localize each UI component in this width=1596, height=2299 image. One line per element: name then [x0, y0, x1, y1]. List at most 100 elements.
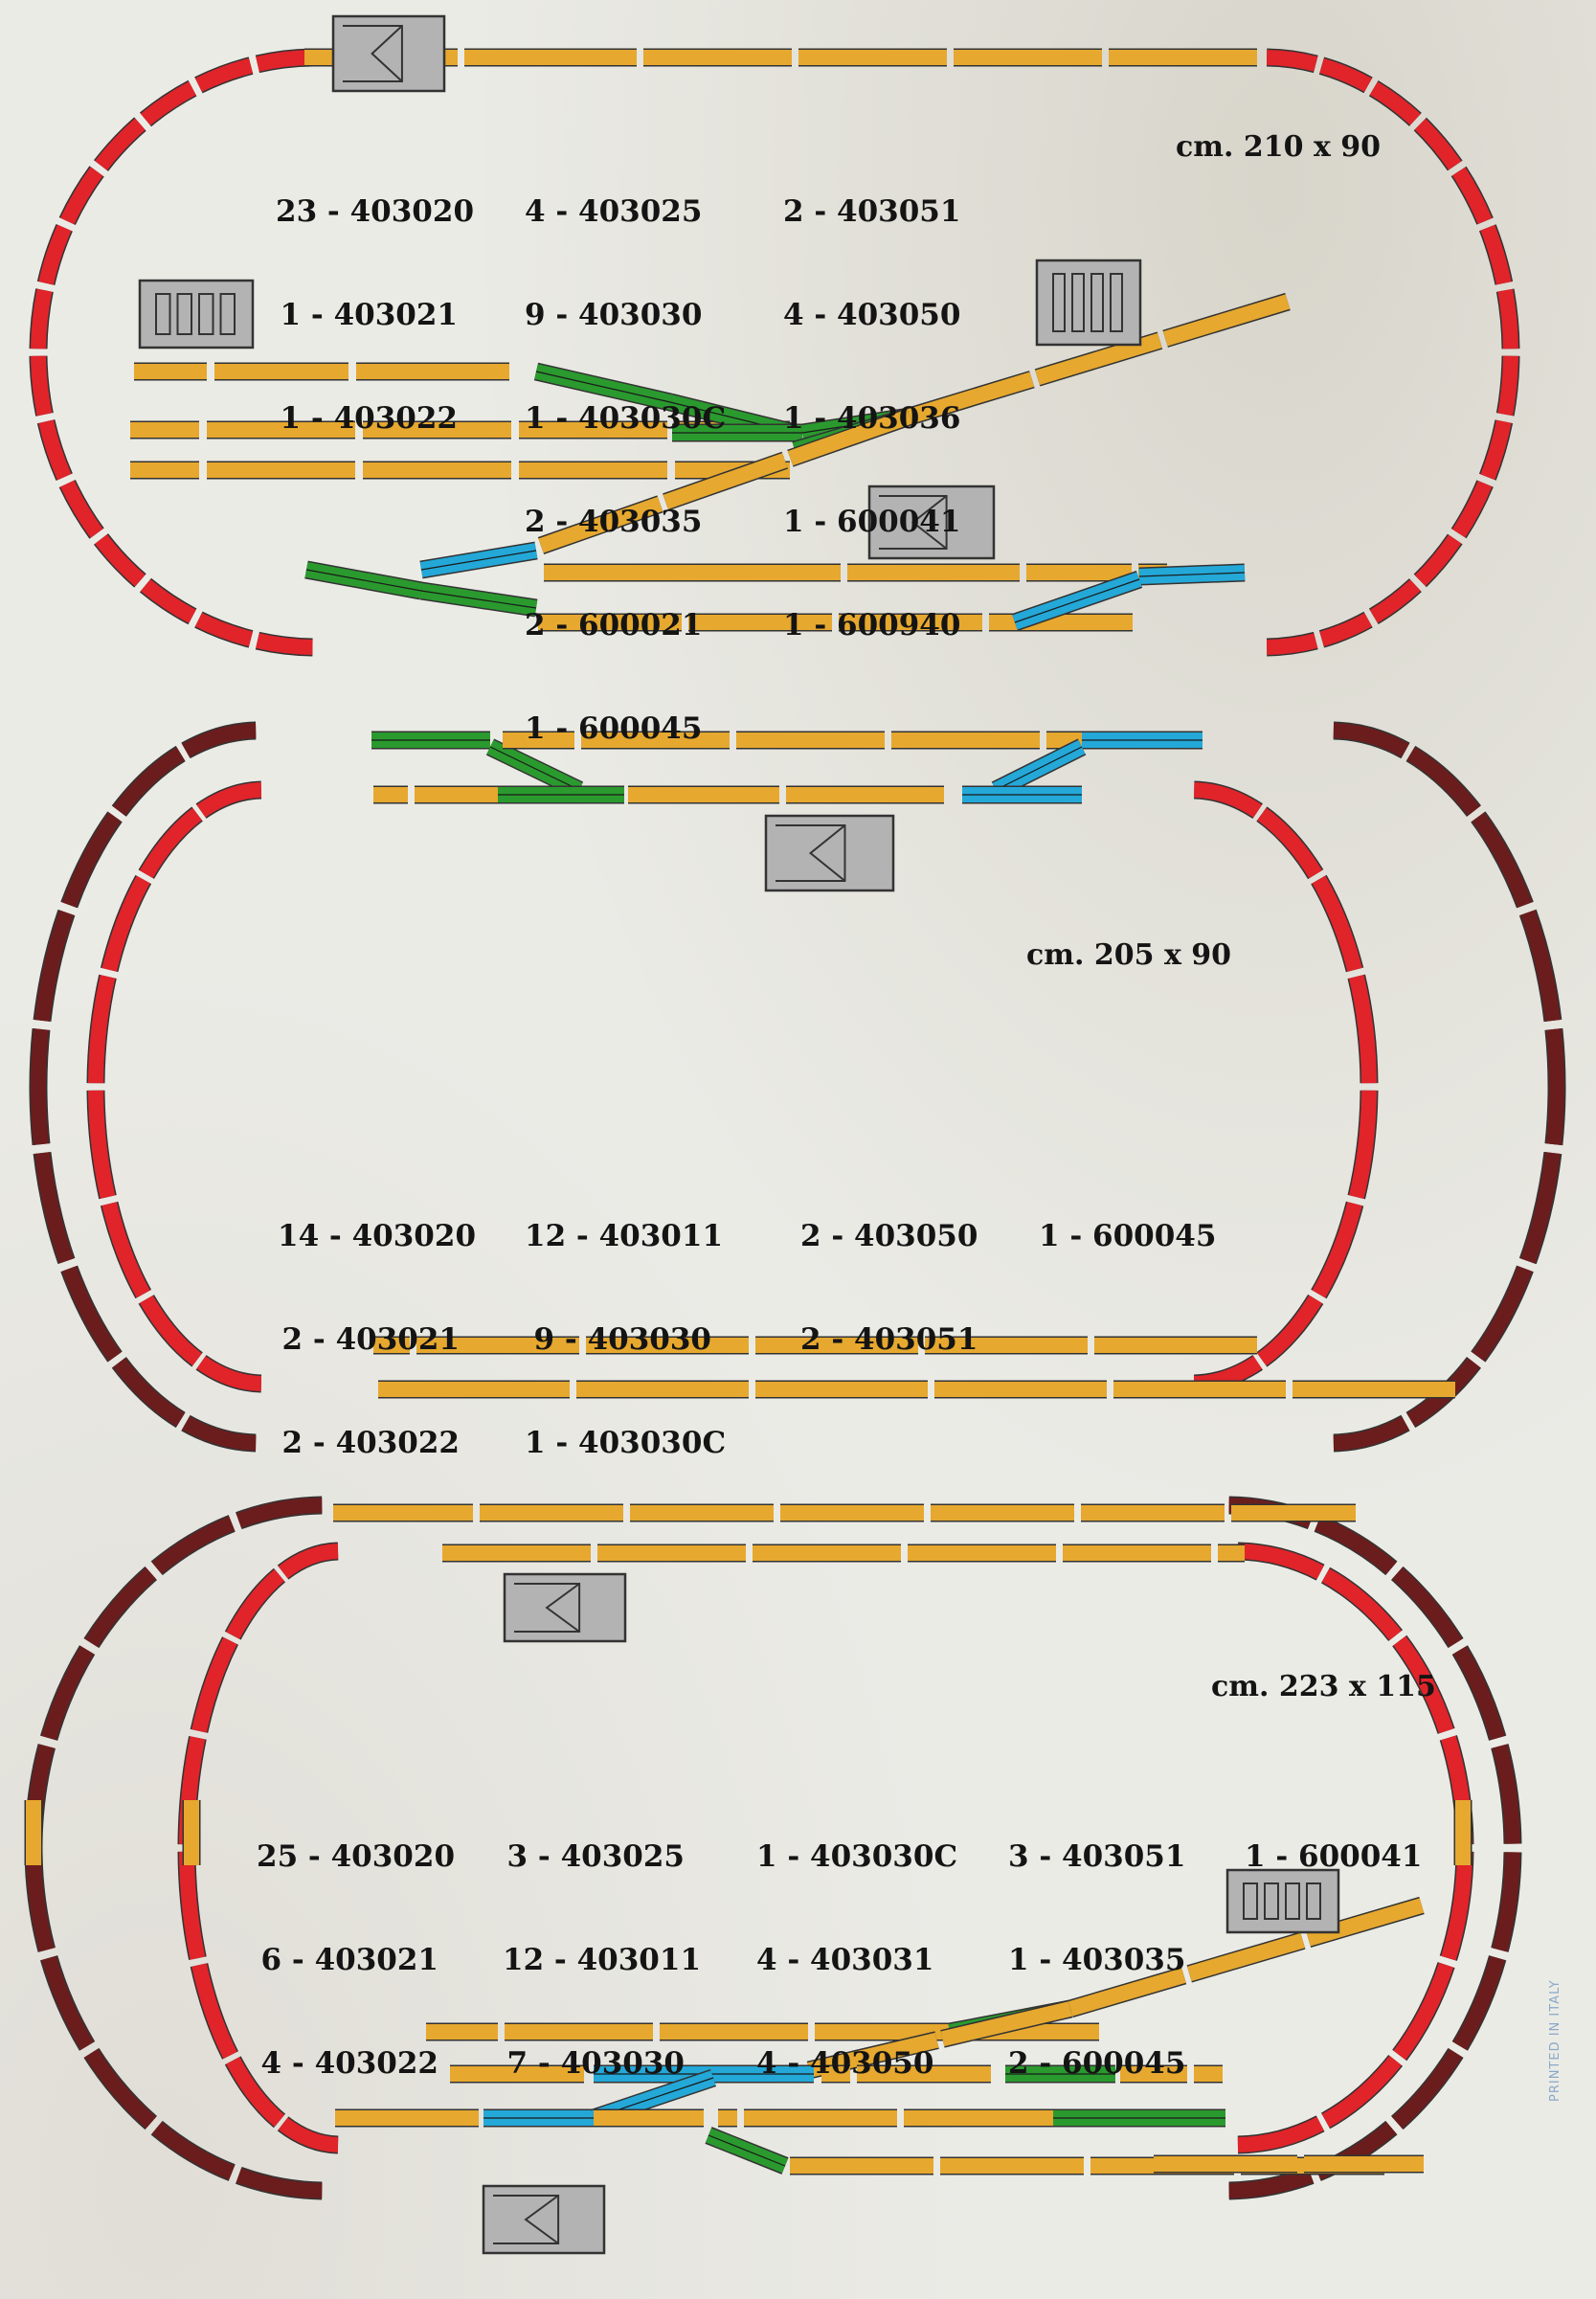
layout-2-switch-blue-top-rail: [995, 746, 1083, 791]
part-entry: 9 - 403030: [533, 1322, 711, 1357]
layout-3-station-building: [503, 1572, 627, 1643]
layout-2-parts-col-2: 12 - 403011 9 - 403030 1 - 403030C: [525, 1150, 726, 1529]
layout-2-outer-curve-right: [1520, 910, 1561, 1022]
part-entry: 2 - 600021: [525, 608, 703, 642]
part-entry: 1 - 600041: [1245, 1839, 1423, 1874]
layout-3-outer-curve-right: [1492, 1744, 1520, 1844]
layout-3-inner-curve-left: [191, 1636, 237, 1733]
layout-1-curve-right: [1451, 167, 1493, 225]
layout-1-station-building: [331, 14, 446, 93]
layout-1-parts-col-2: 4 - 403025 9 - 403030 1 - 403030C 2 - 40…: [525, 125, 726, 815]
layout-1-curve-left: [194, 57, 254, 93]
layout-2-inner-curve-left: [101, 1202, 150, 1298]
layout-2-outer-curve-left: [31, 1028, 49, 1145]
layout-3-inner-curve-right: [1321, 1568, 1402, 1641]
layout-3-platform-shelter: [482, 2184, 606, 2255]
layout-3-outer-curve-right: [1391, 1566, 1463, 1648]
layout-2-outer-curve-right: [1520, 1152, 1561, 1264]
layout-1-curve-right: [1451, 480, 1493, 538]
layout-1-curve-left: [31, 355, 53, 417]
layout-1-parts-col-1: 23 - 403020 1 - 403021 1 - 403022: [276, 125, 474, 505]
layout-2-inner-curve-left: [196, 1356, 262, 1391]
layout-2-outer-curve-left: [112, 1357, 185, 1427]
layout-3-parts-col-2: 3 - 403025 12 - 403011 7 - 403030: [503, 1770, 702, 2150]
layout-2-inner-curve-left: [88, 975, 116, 1084]
layout-2-station-building: [764, 814, 895, 892]
layout-2-parts-col-1: 14 - 403020 2 - 403021 2 - 403022: [278, 1150, 477, 1529]
layout-3-inner-curve-left: [278, 1544, 339, 1579]
layout-1-curve-right: [1266, 633, 1318, 655]
layout-2-inner-curve-left: [139, 807, 203, 879]
layout-3-inner-curve-left: [191, 1963, 237, 2060]
layout-3-diagonal-lower: [940, 2001, 1072, 2047]
part-entry: 2 - 403051: [800, 1322, 978, 1357]
layout-3-outer-curve-left: [151, 1516, 236, 1575]
layout-3-parts-col-1: 25 - 403020 6 - 403021 4 - 403022: [257, 1770, 455, 2150]
layout-2-outer-curve-right: [1545, 1028, 1565, 1145]
layout-3-outer-curve-left: [41, 1645, 94, 1741]
part-entry: 12 - 403011: [503, 1943, 702, 1977]
layout-1-curve-left: [95, 118, 146, 170]
part-entry: 1 - 600045: [525, 711, 703, 746]
layout-1-curve-right: [1414, 534, 1462, 587]
layout-3-station-building-detail: [545, 1583, 580, 1633]
layout-2-outer-curve-left: [112, 747, 185, 817]
layout-1-diagonal: [907, 372, 1035, 424]
layout-2-dimensions: cm. 205 x 90: [1026, 938, 1232, 972]
part-entry: 12 - 403011: [525, 1219, 724, 1253]
layout-2-inner-curve-left: [88, 1090, 116, 1199]
layout-1-curve-left: [256, 50, 313, 72]
layout-2-outer-curve-left: [61, 1266, 122, 1362]
part-entry: 2 - 403051: [783, 194, 961, 229]
layout-3-inner-curve-right: [1237, 1544, 1324, 1580]
layout-1-curve-right: [1369, 579, 1421, 623]
layout-1-station-building-detail: [371, 25, 403, 82]
part-entry: 7 - 403030: [506, 2046, 685, 2081]
part-entry: 1 - 600940: [783, 608, 961, 642]
layout-2-outer-curve-left: [34, 1152, 74, 1264]
layout-2-switch-green-top-rail: [489, 746, 580, 791]
layout-2-inner-curve-right: [1348, 975, 1377, 1084]
part-entry: 1 - 600045: [1039, 1219, 1217, 1253]
layout-1-curve-left: [95, 534, 146, 587]
part-entry: 2 - 403022: [281, 1426, 460, 1460]
layout-3-station-building-detail: [514, 1583, 581, 1633]
layout-2-inner-curve-right: [1348, 1090, 1377, 1199]
layout-2-parts-col-3: 2 - 403050 2 - 403051: [800, 1150, 978, 1426]
part-entry: 4 - 403050: [756, 2046, 934, 2081]
part-entry: 2 - 403050: [800, 1219, 978, 1253]
layout-1-small-shed-window: [155, 293, 171, 335]
layout-1-platform-shelter-detail: [910, 495, 948, 550]
layout-2-parts-col-4: 1 - 600045: [1039, 1150, 1216, 1322]
layout-1-curve-right: [1319, 613, 1372, 647]
layout-3-goods-shed-window: [1285, 1882, 1300, 1920]
part-entry: 1 - 403030C: [525, 401, 727, 436]
layout-3-inner-curve-right: [1321, 2055, 1402, 2128]
layout-3-outer-curve-left: [151, 2121, 236, 2180]
layout-1-curve-left: [31, 288, 53, 349]
layout-1-small-shed: [138, 279, 255, 349]
layout-3-diagonal: [1068, 1968, 1186, 2017]
layout-1-goods-shed-window: [1090, 273, 1104, 332]
part-entry: 1 - 403030C: [756, 1839, 958, 1874]
layout-3-outer-curve-right: [1492, 1852, 1520, 1952]
layout-1-small-shed-window: [198, 293, 214, 335]
layout-1-switch-blue-bottom-rail: [1014, 578, 1140, 623]
part-entry: 4 - 403025: [525, 194, 703, 229]
layout-3-outer-curve-right: [1228, 2168, 1314, 2198]
part-entry: 4 - 403050: [783, 298, 961, 332]
part-entry: 6 - 403021: [260, 1943, 438, 1977]
layout-2-inner-curve-right: [1257, 807, 1323, 879]
layout-3-inner-curve-right: [1237, 2116, 1324, 2152]
layout-2-outer-curve-left: [61, 812, 122, 908]
layout-3-goods-shed-window: [1243, 1882, 1258, 1920]
layout-2-outer-curve-left: [182, 723, 257, 757]
layout-3-outer-curve-left: [26, 1852, 55, 1952]
layout-2-outer-curve-right: [1406, 747, 1480, 817]
layout-3-parts-col-4: 3 - 403051 1 - 403035 2 - 600045: [1008, 1770, 1185, 2150]
part-entry: 14 - 403020: [278, 1219, 477, 1253]
layout-2-outer-curve-right: [1333, 723, 1409, 757]
layout-3-parts-col-3: 1 - 403030C 4 - 403031 4 - 403050: [756, 1770, 957, 2150]
part-entry: 2 - 403021: [281, 1322, 460, 1357]
